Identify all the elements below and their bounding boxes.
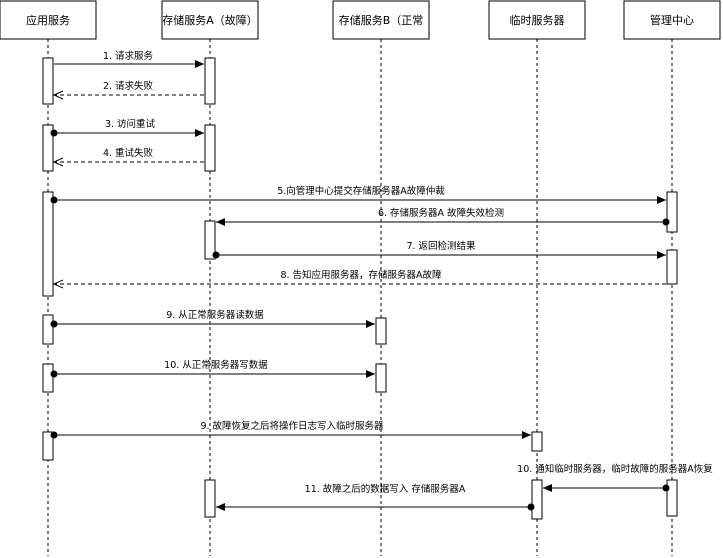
participant-box <box>0 0 97 40</box>
activation-bar <box>42 431 54 461</box>
message-2: 2. 请求失败 <box>54 80 204 95</box>
message-label: 7. 返回检测结果 <box>406 240 476 252</box>
message-origin-dot <box>212 251 220 259</box>
message-label: 10. 从正常服务器写数据 <box>164 359 268 371</box>
message-label: 11. 故障之后的数据写入 存储服务器A <box>305 483 466 495</box>
participant-label: 临时服务器 <box>510 13 565 27</box>
activation-bar <box>204 124 216 172</box>
activation-bar <box>531 479 543 520</box>
message-9: 9. 从正常服务器读数据 <box>50 309 375 328</box>
message-label: 8. 告知应用服务器，存储服务器A故障 <box>280 269 442 281</box>
activation-bar <box>42 314 54 345</box>
message-origin-dot <box>527 503 535 511</box>
message-label: 4. 重试失败 <box>103 147 154 159</box>
participant-label: 存储服务A（故障） <box>162 13 258 27</box>
activation-bar <box>531 431 543 452</box>
message-11: 9. 故障恢复之后将操作日志写入临时服务器 <box>50 420 531 439</box>
message-origin-dot <box>662 484 670 492</box>
message-7: 7. 返回检测结果 <box>212 240 666 259</box>
participant-app: 应用服务 <box>0 0 97 40</box>
message-label: 6. 存储服务器A 故障失效检测 <box>378 207 504 219</box>
message-13: 11. 故障之后的数据写入 存储服务器A <box>216 483 535 511</box>
activation-bar <box>204 220 216 260</box>
message-5: 5.向管理中心提交存储服务器A故障仲裁 <box>50 185 666 204</box>
message-12: 10. 通知临时服务器，临时故障的服务器A恢复 <box>517 463 713 492</box>
activation-bar <box>204 479 216 518</box>
message-origin-dot <box>50 431 58 439</box>
message-label: 9. 故障恢复之后将操作日志写入临时服务器 <box>200 420 384 432</box>
message-10: 10. 从正常服务器写数据 <box>50 359 375 378</box>
message-label: 2. 请求失败 <box>103 80 154 92</box>
activation-bar <box>42 363 54 393</box>
message-4: 4. 重试失败 <box>54 147 204 162</box>
message-origin-dot <box>50 196 58 204</box>
activation-bar <box>204 57 216 105</box>
message-origin-dot <box>50 370 58 378</box>
message-label: 10. 通知临时服务器，临时故障的服务器A恢复 <box>517 463 713 475</box>
participant-box <box>332 0 430 40</box>
participant-label: 应用服务 <box>26 13 70 27</box>
activation-bar <box>375 317 387 345</box>
message-label: 9. 从正常服务器读数据 <box>166 309 264 321</box>
participant-box <box>623 0 721 40</box>
activation-bar <box>42 124 54 172</box>
message-label: 3. 访问重试 <box>105 118 156 130</box>
message-6: 6. 存储服务器A 故障失效检测 <box>216 207 670 226</box>
message-1: 1. 请求服务 <box>54 50 204 68</box>
activation-bar <box>666 249 678 285</box>
activation-bar <box>666 479 678 517</box>
message-label: 5.向管理中心提交存储服务器A故障仲裁 <box>277 185 445 197</box>
participant-label: 存储服务B（正常 <box>339 13 424 27</box>
participant-box <box>488 0 586 40</box>
activation-bar <box>375 363 387 393</box>
participant-storeA: 存储服务A（故障） <box>161 0 259 40</box>
participant-storeB: 存储服务B（正常 <box>332 0 430 40</box>
activation-bar <box>42 57 54 105</box>
activation-bar <box>666 191 678 233</box>
message-origin-dot <box>662 218 670 226</box>
message-label: 1. 请求服务 <box>103 50 154 62</box>
message-3: 3. 访问重试 <box>50 118 204 137</box>
participant-label: 管理中心 <box>650 13 694 27</box>
participant-box <box>161 0 259 40</box>
activation-bar <box>42 191 54 297</box>
message-8: 8. 告知应用服务器，存储服务器A故障 <box>54 269 666 284</box>
participant-temp: 临时服务器 <box>488 0 586 40</box>
message-origin-dot <box>50 320 58 328</box>
message-origin-dot <box>50 129 58 137</box>
participant-mgmt: 管理中心 <box>623 0 721 40</box>
